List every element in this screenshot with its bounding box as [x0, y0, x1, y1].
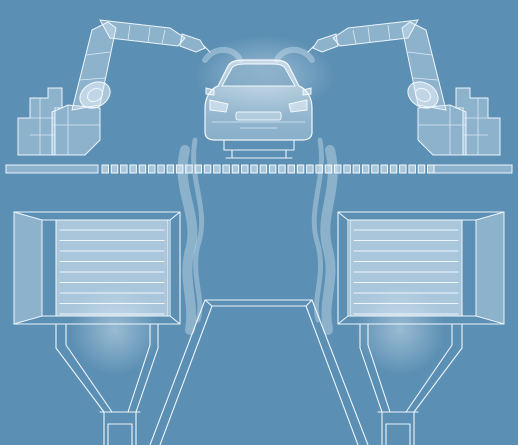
- rail-segment: [223, 165, 230, 173]
- rail-segment: [418, 165, 425, 173]
- rail-segment: [186, 165, 193, 173]
- rail-segment: [335, 165, 342, 173]
- rail-segment: [279, 165, 286, 173]
- rail-segment: [325, 165, 332, 173]
- rail-segment: [214, 165, 221, 173]
- rail-segment: [195, 165, 202, 173]
- rail-segment: [232, 165, 239, 173]
- rail-segment: [372, 165, 379, 173]
- rail-segment: [130, 165, 137, 173]
- rail-segment: [251, 165, 257, 173]
- rail-segment: [102, 165, 109, 173]
- rail-segment: [204, 165, 211, 173]
- rail-segment: [362, 165, 369, 173]
- rail-segment: [409, 165, 416, 173]
- rail-segment: [269, 165, 276, 173]
- booth-icon: [14, 212, 180, 324]
- robot-arm-icon: [308, 20, 500, 155]
- rail-segment: [167, 165, 174, 173]
- rail-segment: [176, 165, 183, 173]
- rail-segment: [242, 165, 249, 173]
- robot-arm-icon: [18, 20, 210, 155]
- rail-segment: [353, 165, 360, 173]
- rail-segment: [344, 165, 351, 173]
- rail-segment: [307, 165, 314, 173]
- rail-segment: [297, 165, 304, 173]
- rail-segment: [149, 165, 156, 173]
- rail-segment: [428, 165, 435, 173]
- rail-segment: [316, 165, 323, 173]
- rail-segment: [400, 165, 407, 173]
- rail-segment: [158, 165, 165, 173]
- conveyor-rail: [6, 165, 512, 173]
- rail-segment: [121, 165, 128, 173]
- rail-segment: [381, 165, 388, 173]
- central-duct: [150, 300, 368, 445]
- rail-segment: [139, 165, 146, 173]
- rail-segment: [288, 165, 295, 173]
- booth-icon: [338, 212, 504, 324]
- rail-segment: [260, 165, 267, 173]
- rail-segment: [390, 165, 397, 173]
- rail-segment: [111, 165, 118, 173]
